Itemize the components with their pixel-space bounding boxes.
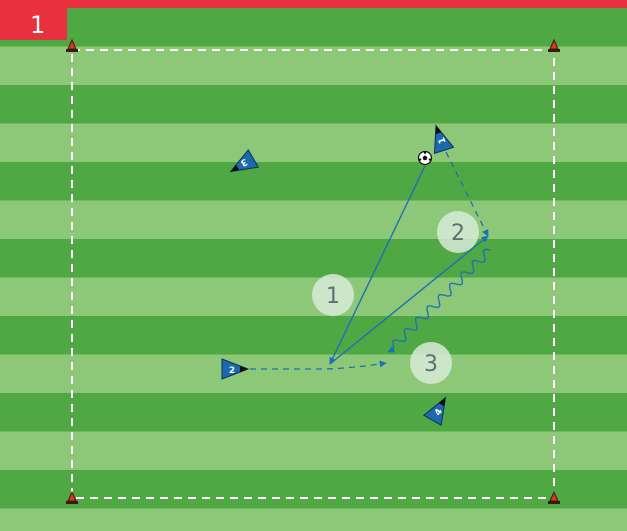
- grass-stripe: [0, 85, 627, 124]
- grass-stripe: [0, 470, 627, 509]
- step-marker-2: 2: [437, 211, 479, 253]
- step-label-1: 1: [326, 284, 340, 309]
- player-label-2: 2: [229, 366, 235, 376]
- grass-stripe: [0, 355, 627, 394]
- grass-stripe: [0, 316, 627, 355]
- step-marker-3: 3: [410, 342, 452, 384]
- header-bar: [0, 0, 627, 8]
- step-marker-1: 1: [312, 274, 354, 316]
- grass-stripe: [0, 8, 627, 47]
- grass-stripe: [0, 239, 627, 278]
- grass-stripe: [0, 432, 627, 471]
- grass-stripe: [0, 47, 627, 86]
- step-label-2: 2: [451, 221, 465, 246]
- grass-stripes: [0, 8, 627, 531]
- grass-stripe: [0, 201, 627, 240]
- grass-stripe: [0, 124, 627, 163]
- soccer-ball-icon: [419, 152, 432, 165]
- step-label-3: 3: [424, 352, 438, 377]
- grass-stripe: [0, 509, 627, 531]
- grass-stripe: [0, 162, 627, 201]
- diagram-number: 1: [30, 11, 45, 39]
- grass-stripe: [0, 393, 627, 432]
